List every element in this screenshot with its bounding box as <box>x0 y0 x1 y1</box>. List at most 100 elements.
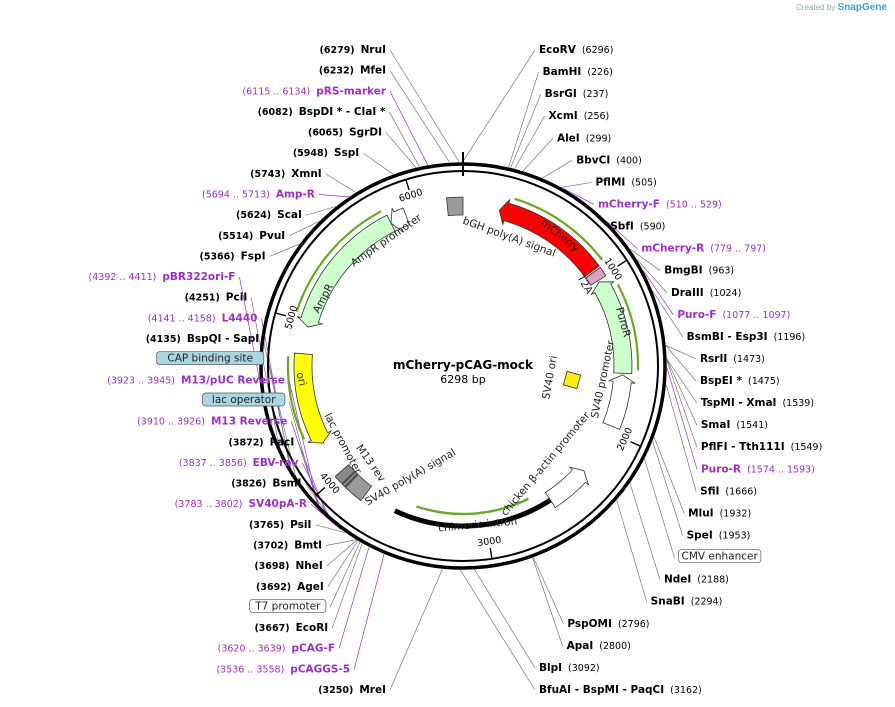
site-blpi[interactable]: BlpI(3092) <box>539 662 600 674</box>
site-bsrgi[interactable]: BsrGI(237) <box>545 88 609 100</box>
site-label-text: (6115 .. 6134)pRS-marker <box>242 85 386 97</box>
feature-ampr-promoter[interactable] <box>390 207 411 234</box>
leader-pflmi <box>561 182 592 188</box>
leader-pcaggs-5 <box>353 554 385 670</box>
site-ecorv[interactable]: EcoRV(6296) <box>539 44 613 56</box>
site-label-text: PflMI(505) <box>595 176 656 188</box>
site-spei[interactable]: SpeI(1953) <box>687 530 751 542</box>
feature-t2a[interactable] <box>585 266 607 286</box>
site-pflmi[interactable]: PflMI(505) <box>595 176 656 188</box>
site-snabi[interactable]: SnaBI(2294) <box>651 596 723 608</box>
site-puro-r[interactable]: Puro-R(1574 .. 1593) <box>701 463 815 475</box>
site-bspei[interactable]: BspEI *(1475) <box>700 375 780 387</box>
site-tspmi-xmai[interactable]: TspMI - XmaI(1539) <box>701 397 814 409</box>
site-lac-operator[interactable]: lac operator <box>202 392 286 407</box>
feature-arrows <box>286 196 640 529</box>
site-label-text: (3692)AgeI <box>256 581 324 593</box>
site-sv40pa-r[interactable]: (3783 .. 3802)SV40pA-R <box>175 498 307 510</box>
site-label-text: BfuAI - BspMI - PaqCI(3162) <box>539 684 702 696</box>
site-agei[interactable]: (3692)AgeI <box>256 581 324 593</box>
leader-cap-binding-site <box>267 359 299 486</box>
site-m13-reverse[interactable]: (3910 .. 3926)M13 Reverse <box>137 416 287 428</box>
site-bspdi-clai[interactable]: (6082)BspDI * - ClaI * <box>258 106 386 118</box>
feature-puror[interactable] <box>590 281 633 375</box>
site-mlui[interactable]: MluI(1932) <box>688 507 751 519</box>
feature-m13-rev[interactable] <box>341 471 358 488</box>
feature-sv40-ori[interactable] <box>562 370 582 390</box>
feature-mcherry[interactable] <box>498 199 600 278</box>
site-t7-promoter[interactable]: T7 promoter <box>249 599 327 613</box>
site-pvui[interactable]: (5514)PvuI <box>218 230 285 242</box>
site-amp-r[interactable]: (5694 .. 5713)Amp-R <box>202 189 315 201</box>
feature-lac-promoter[interactable] <box>334 464 356 485</box>
site-bbvci[interactable]: BbvCI(400) <box>576 154 642 166</box>
leader-pflfi-tth111i <box>666 360 698 448</box>
feature-ori[interactable] <box>293 352 333 444</box>
site-ebv-rev[interactable]: (3837 .. 3856)EBV-rev <box>179 457 299 469</box>
site-nrui[interactable]: (6279)NruI <box>320 44 386 56</box>
site-rsrii[interactable]: RsrII(1473) <box>700 353 765 365</box>
site-fspi[interactable]: (5366)FspI <box>200 250 266 262</box>
site-label-text: (6279)NruI <box>320 44 386 56</box>
site-cmv-enhancer[interactable]: CMV enhancer <box>678 549 762 563</box>
site-label-text: MluI(1932) <box>688 507 751 519</box>
feature-ampr[interactable] <box>296 214 396 328</box>
site-sbfi[interactable]: SbfI(590) <box>610 221 665 233</box>
leader-nhei <box>326 539 357 567</box>
site-bamhi[interactable]: BamHI(226) <box>543 66 613 78</box>
site-cap-binding-site[interactable]: CAP binding site <box>156 351 265 366</box>
site-mrei[interactable]: (3250)MreI <box>318 684 386 696</box>
site-pcii[interactable]: (4251)PciI <box>185 292 248 304</box>
site-l4440[interactable]: (4141 .. 4158)L4440 <box>148 312 258 324</box>
site-labels[interactable]: EcoRV(6296) BamHI(226) BsrGI(237) XcmI(256)… <box>89 44 823 696</box>
site-xmni[interactable]: (5743)XmnI <box>250 168 322 180</box>
site-mcherry-f[interactable]: mCherry-F(510 .. 529) <box>598 198 722 210</box>
site-pcag-f[interactable]: (3620 .. 3639)pCAG-F <box>218 643 335 655</box>
site-label-text: (3250)MreI <box>318 684 386 696</box>
site-nhei[interactable]: (3698)NheI <box>254 560 322 572</box>
site-bsmi[interactable]: (3826)BsmI <box>231 478 301 490</box>
site-mfei[interactable]: (6232)MfeI <box>319 65 386 77</box>
site-bspqi-sapi[interactable]: (4135)BspQI - SapI <box>146 333 259 345</box>
site-smai[interactable]: SmaI(1541) <box>701 419 768 431</box>
site-label-text: (4135)BspQI - SapI <box>146 333 259 345</box>
site-pbr322ori-f[interactable]: (4392 .. 4411)pBR322ori-F <box>89 271 236 283</box>
site-psii[interactable]: (3765)PsiI <box>249 519 311 531</box>
leader-rsrii <box>665 345 697 360</box>
leader-alei <box>522 138 554 172</box>
site-pcaggs-5[interactable]: (3536 .. 3558)pCAGGS-5 <box>216 663 350 675</box>
site-bmti[interactable]: (3702)BmtI <box>253 539 322 551</box>
site-draiii[interactable]: DraIII(1024) <box>671 287 741 299</box>
tick-1000 <box>617 260 627 267</box>
site-sspi[interactable]: (5948)SspI <box>293 147 359 159</box>
site-puro-f[interactable]: Puro-F(1077 .. 1097) <box>677 309 790 321</box>
site-mcherry-r[interactable]: mCherry-R(779 .. 797) <box>641 243 766 255</box>
site-prs-marker[interactable]: (6115 .. 6134)pRS-marker <box>242 85 386 97</box>
feature-chimeric-intron[interactable] <box>393 497 552 529</box>
site-bfuai-bspmi-paqci[interactable]: BfuAI - BspMI - PaqCI(3162) <box>539 684 702 696</box>
leader-bamhi <box>508 71 539 168</box>
site-scai[interactable]: (5624)ScaI <box>236 209 302 221</box>
site-pspomi[interactable]: PspOMI(2796) <box>567 618 649 630</box>
site-ndei[interactable]: NdeI(2188) <box>664 574 729 586</box>
site-sfii[interactable]: SfiI(1666) <box>700 485 757 497</box>
site-bmgbi[interactable]: BmgBI(963) <box>664 265 734 277</box>
feature-chicken-actin-promoter[interactable] <box>544 466 589 509</box>
feature-sv40-poly-a-signal[interactable] <box>344 473 373 502</box>
feature-sv40-promoter[interactable] <box>602 374 636 430</box>
site-ecori[interactable]: (3667)EcoRI <box>254 622 328 634</box>
site-label-text: mCherry-R(779 .. 797) <box>641 243 766 255</box>
site-paci[interactable]: (3872)PacI <box>229 436 295 448</box>
site-sgrdi[interactable]: (6065)SgrDI <box>308 127 382 139</box>
site-pflfi-tth111i[interactable]: PflFI - Tth111I(1549) <box>701 441 822 453</box>
site-label-text: BmgBI(963) <box>664 265 734 277</box>
tick-label-3000: 3000 <box>477 535 503 549</box>
feature-bgh-poly-a-signal[interactable] <box>446 196 464 217</box>
site-apai[interactable]: ApaI(2800) <box>567 640 631 652</box>
leader-ecori <box>331 543 363 629</box>
site-alei[interactable]: AleI(299) <box>557 132 611 144</box>
site-xcmi[interactable]: XcmI(256) <box>549 110 610 122</box>
site-bsmbi-esp3i[interactable]: BsmBI - Esp3I(1196) <box>687 331 806 343</box>
site-m13-puc-reverse[interactable]: (3923 .. 3945)M13/pUC Reverse <box>107 374 285 386</box>
